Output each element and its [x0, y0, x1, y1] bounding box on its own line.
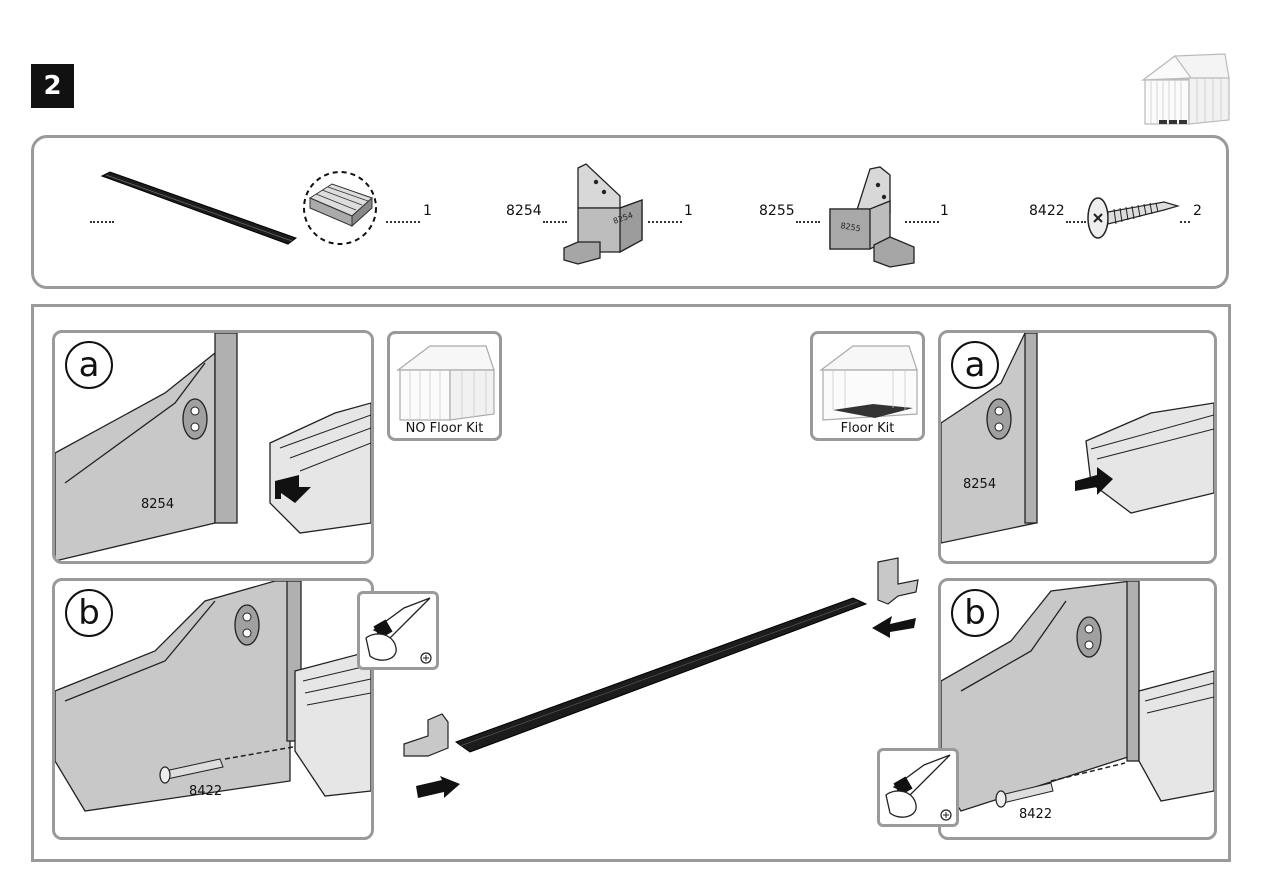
- bracket-8254-part: 8254: [560, 160, 650, 270]
- kit-label: Floor Kit: [840, 421, 895, 436]
- bracket-8255-part: 8255: [826, 165, 918, 271]
- part-quantity: 1: [940, 203, 949, 219]
- part-dotted-leader: [386, 221, 420, 223]
- center-strip-assembly: [398, 552, 928, 802]
- part-dotted-leader: [1180, 221, 1190, 223]
- arrow-icon: [416, 776, 460, 802]
- drill-icon: [877, 748, 959, 827]
- shed-thumbnail-icon: [1135, 50, 1233, 130]
- part-quantity: 2: [1193, 203, 1202, 219]
- floor-kit-option: Floor Kit: [810, 331, 925, 441]
- detail-letter: b: [65, 589, 113, 637]
- part-number: 8422: [1029, 203, 1065, 219]
- part-number: 8255: [759, 203, 795, 219]
- assembly-panel: [31, 304, 1231, 862]
- part-callout: 8422: [1019, 807, 1053, 822]
- magnified-strip-detail: [302, 168, 378, 248]
- part-callout: 8422: [189, 784, 223, 799]
- floor-strip-part: [100, 170, 300, 250]
- parts-panel: [31, 135, 1229, 289]
- detail-letter: b: [951, 589, 999, 637]
- detail-right-a: a 8254: [938, 330, 1217, 564]
- part-dotted-leader: [1066, 221, 1086, 223]
- part-dotted-leader: [90, 221, 114, 223]
- part-dotted-leader: [648, 221, 682, 223]
- part-quantity: 1: [423, 203, 432, 219]
- part-callout: 8254: [963, 477, 997, 492]
- no-floor-kit-option: NO Floor Kit: [387, 331, 502, 441]
- detail-letter: a: [951, 341, 999, 389]
- detail-left-a: a 8254: [52, 330, 374, 564]
- svg-text:8255: 8255: [840, 221, 862, 233]
- detail-right-b: b 8422: [938, 578, 1217, 840]
- kit-label: NO Floor Kit: [405, 421, 484, 436]
- part-number: 8254: [506, 203, 542, 219]
- part-quantity: 1: [684, 203, 693, 219]
- part-dotted-leader: [543, 221, 567, 223]
- part-dotted-leader: [905, 221, 939, 223]
- step-number: 2: [43, 71, 62, 101]
- step-number-badge: 2: [31, 64, 74, 108]
- screw-8422-icon: [1084, 192, 1180, 242]
- part-dotted-leader: [796, 221, 820, 223]
- arrow-icon: [872, 612, 916, 638]
- detail-left-b: b 8422: [52, 578, 374, 840]
- drill-icon: [357, 591, 439, 670]
- part-callout: 8254: [141, 497, 175, 512]
- detail-letter: a: [65, 341, 113, 389]
